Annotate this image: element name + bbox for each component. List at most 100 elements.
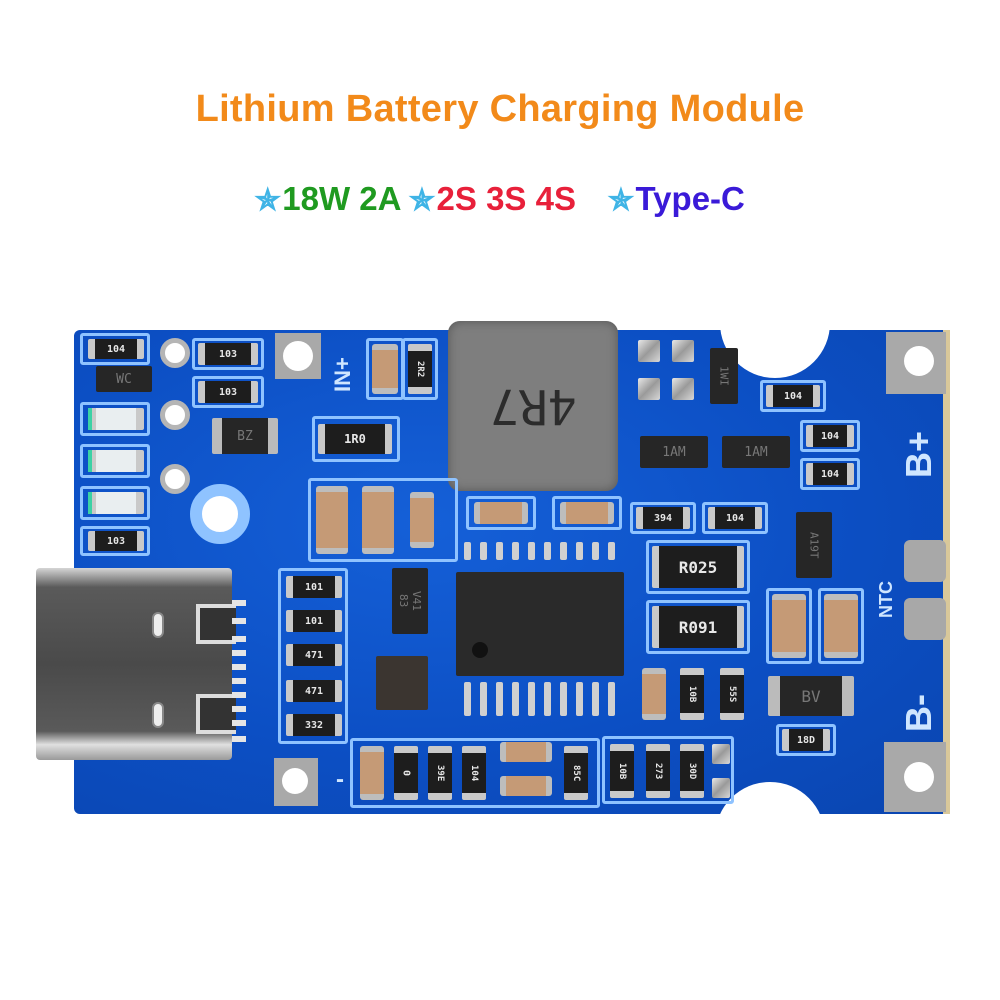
footprint-outline: [308, 478, 458, 562]
solder-pad: [638, 378, 660, 400]
footprint-outline: [630, 502, 696, 534]
capacitor: [772, 594, 806, 658]
capacitor: [642, 668, 666, 720]
capacitor: [500, 742, 552, 762]
footprint-outline: [192, 376, 264, 408]
footprint-outline: [702, 502, 768, 534]
resistor-273: 273: [646, 744, 670, 798]
capacitor: [474, 502, 528, 524]
footprint-outline: [80, 486, 150, 520]
capacitor: [560, 502, 614, 524]
resistor-104: 104: [708, 507, 762, 529]
transistor-a19t: A19T: [796, 512, 832, 578]
label-ntc: NTC: [876, 581, 896, 618]
star-icon: ✯: [409, 184, 435, 217]
resistor-39e: 39E: [428, 746, 452, 800]
feature-cells: 2S 3S 4S: [436, 180, 576, 217]
ntc-pad-1: [904, 540, 946, 582]
controller-ic-pins-top: [462, 542, 622, 564]
feature-line: ✯18W 2A ✯2S 3S 4S ✯Type-C: [0, 180, 1000, 218]
resistor-1r0: 1R0: [318, 424, 392, 454]
pin1-marker: [472, 642, 488, 658]
resistor-2r2: 2R2: [408, 344, 432, 394]
connector-slot: [152, 702, 164, 728]
in-minus-pad: [274, 758, 318, 806]
resistor-103: 103: [198, 343, 258, 365]
resistor-18d: 18D: [782, 729, 830, 751]
footprint-outline: [350, 738, 600, 808]
diode-bz: BZ: [212, 418, 278, 454]
resistor-103: 103: [198, 381, 258, 403]
resistor-10b: 10B: [610, 744, 634, 798]
resistor-471: 471: [286, 644, 342, 666]
transistor-1am: 1AM: [640, 436, 708, 468]
solder-pad: [672, 378, 694, 400]
solder-pad: [712, 778, 730, 798]
resistor-101: 101: [286, 610, 342, 632]
resistor-104: 104: [806, 425, 854, 447]
capacitor: [360, 746, 384, 800]
via-hole: [160, 464, 190, 494]
resistor-0: 0: [394, 746, 418, 800]
capacitor: [372, 344, 398, 394]
product-title: Lithium Battery Charging Module: [195, 88, 805, 130]
footprint-outline: [760, 380, 826, 412]
resistor-55s: 55S: [720, 668, 744, 720]
connector-tab: [196, 694, 236, 734]
footprint-outline: [466, 496, 536, 530]
footprint-outline: [552, 496, 622, 530]
diode-bv: BV: [768, 676, 854, 716]
resistor-332: 332: [286, 714, 342, 736]
solder-pad: [672, 340, 694, 362]
footprint-outline: [646, 600, 750, 654]
footprint-outline: [312, 416, 400, 462]
footprint-outline: [80, 333, 150, 365]
resistor-104: 104: [766, 385, 820, 407]
footprint-outline: [192, 338, 264, 370]
mosfet-package: [376, 656, 428, 710]
capacitor: [824, 594, 858, 658]
feature-connector: Type-C: [635, 180, 745, 217]
controller-ic-pins-bottom: [462, 682, 622, 722]
label-b-plus: B+: [898, 430, 939, 478]
transistor-1am: 1AM: [722, 436, 790, 468]
board-edge: [943, 330, 950, 814]
in-plus-pad: [275, 333, 321, 379]
via-hole: [160, 400, 190, 430]
solder-pad: [712, 744, 730, 764]
resistor-104: 104: [462, 746, 486, 800]
footprint-outline: [402, 338, 438, 400]
led-indicator: [88, 450, 144, 472]
star-icon: ✯: [608, 184, 634, 217]
inductor-marking: 4R7: [489, 378, 577, 434]
solder-pad: [638, 340, 660, 362]
footprint-outline: [80, 526, 150, 556]
resistor-30d: 30D: [680, 744, 704, 798]
connector-slot: [152, 612, 164, 638]
footprint-outline: [80, 444, 150, 478]
diode-wc: WC: [96, 366, 152, 392]
star-icon: ✯: [255, 184, 281, 217]
footprint-outline: [766, 588, 812, 664]
footprint-outline: [818, 588, 864, 664]
footprint-outline: [602, 736, 734, 804]
b-minus-pad: [884, 742, 946, 812]
usb-type-c-connector[interactable]: [36, 568, 236, 760]
resistor-104: 104: [806, 463, 854, 485]
led-indicator: [88, 408, 144, 430]
footprint-outline: [80, 402, 150, 436]
label-in-plus: IN+: [330, 357, 355, 392]
footprint-outline: [776, 724, 836, 756]
mounting-hole: [190, 484, 250, 544]
capacitor: [500, 776, 552, 796]
controller-ic: [456, 572, 624, 676]
diode-1wi: 1WI: [710, 348, 738, 404]
via-hole: [160, 338, 190, 368]
capacitor: [362, 486, 394, 554]
transistor-v41: V41 83: [392, 568, 428, 634]
footprint-outline: [646, 540, 750, 594]
feature-power: 18W 2A: [282, 180, 401, 217]
resistor-10b: 10B: [680, 668, 704, 720]
shunt-resistor-r091: R091: [652, 606, 744, 648]
resistor-85c: 85C: [564, 746, 588, 800]
